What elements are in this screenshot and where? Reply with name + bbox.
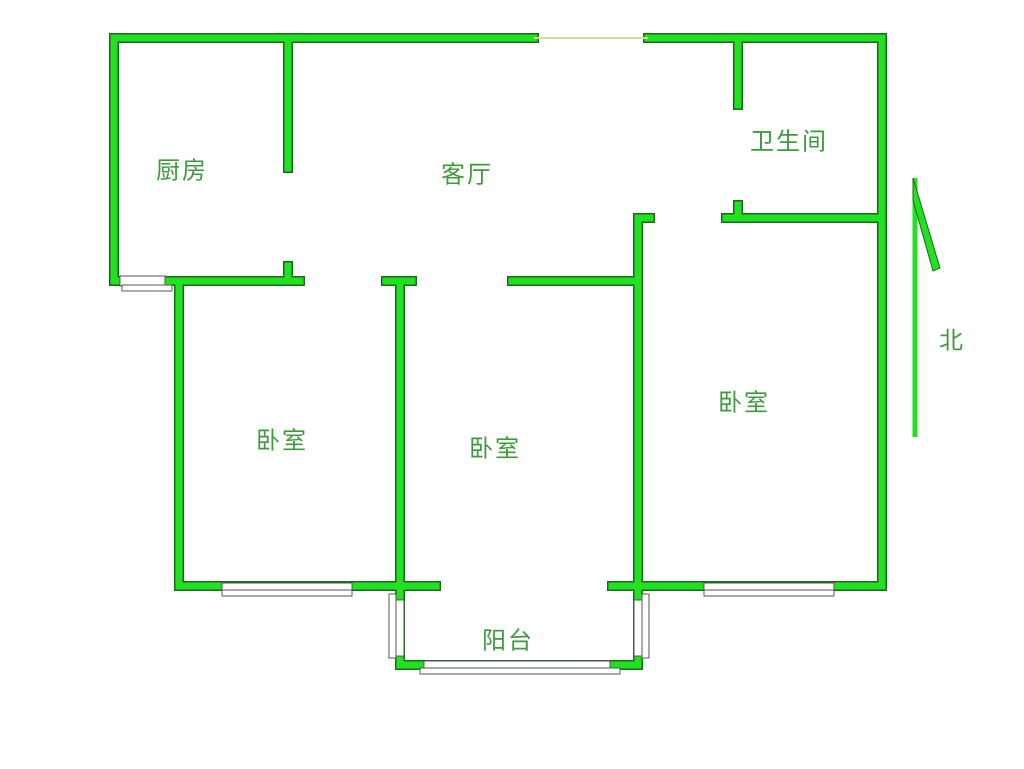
wall-segment — [396, 214, 654, 669]
room-label-balcony: 阳台 — [482, 626, 534, 655]
bedroom-1-window-sill — [221, 589, 353, 597]
room-label-bedroom-1: 卧室 — [256, 426, 308, 455]
room-label-bedroom-2: 卧室 — [469, 434, 521, 463]
room-label-bedroom-3: 卧室 — [718, 388, 770, 417]
balcony-bottom-sill — [419, 667, 621, 675]
room-label-kitchen: 厨房 — [156, 156, 208, 185]
bedroom-3-window-sill — [703, 589, 835, 597]
balcony-left-window — [395, 599, 405, 657]
compass-north-label: 北 — [939, 326, 965, 355]
windows — [119, 37, 835, 675]
wall-segment — [608, 34, 886, 590]
balcony-right-sill — [641, 593, 650, 659]
kitchen-window-sill — [121, 284, 173, 292]
wall-segment — [607, 33, 887, 591]
room-label-bathroom: 卫生间 — [750, 127, 828, 156]
balcony-right-window — [633, 599, 643, 657]
bedroom-1-window — [221, 582, 353, 591]
compass-arrow-icon — [912, 177, 941, 437]
bedroom-3-window — [703, 582, 835, 591]
room-label-living-room: 客厅 — [441, 160, 493, 189]
balcony-bottom-window — [423, 660, 611, 669]
wall-segment — [110, 34, 304, 285]
balcony-left-sill — [388, 593, 397, 659]
